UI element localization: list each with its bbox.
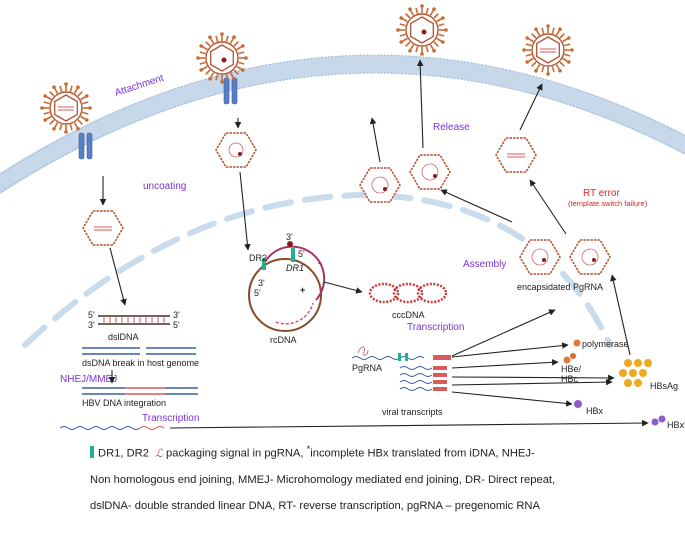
virion-entry-icon xyxy=(195,31,249,85)
capsid-entry-icon xyxy=(215,132,257,168)
uncoating-label: uncoating xyxy=(143,181,186,192)
encapsidated-pgrna-icon xyxy=(519,239,561,275)
hbe-hbc-icon xyxy=(563,353,576,364)
encapsidated-pgrna-label: encapsidated PgRNA xyxy=(517,282,603,292)
rt-error-sub-label: (template switch failure) xyxy=(568,199,648,208)
dr1-label: DR1 xyxy=(286,263,304,273)
hbc-label: HBc xyxy=(561,374,579,384)
dr2-label: DR2 xyxy=(249,253,267,263)
viral-transcripts-label: viral transcripts xyxy=(382,407,443,417)
virion-attachment-icon xyxy=(39,81,93,135)
dsdna-break-label: dsDNA break in host genome xyxy=(82,358,199,368)
dr-marker-icon xyxy=(90,445,94,458)
encapsidated-pgrna-icon xyxy=(569,239,611,275)
legend-line-2: Non homologous end joining, MMEJ- Microh… xyxy=(90,473,556,486)
legend-text-part2: incomplete HBx translated from iDNA, NHE… xyxy=(310,447,535,460)
integrated-dna-icon xyxy=(82,387,198,395)
legend-dr-label: DR1, DR2 xyxy=(98,447,149,460)
rcdna-label: rcDNA xyxy=(270,335,297,345)
host-genome-break-icon xyxy=(82,347,196,355)
packaging-signal-icon: ℒ xyxy=(154,447,164,460)
dsldna-5prime-label: 5' xyxy=(88,310,95,320)
integration-label: HBV DNA integration xyxy=(82,398,166,408)
legend-text-part1: packaging signal in pgRNA, xyxy=(166,447,304,460)
transcription-lower-label: Transcription xyxy=(142,413,199,424)
hbsag-label: HBsAg xyxy=(650,381,678,391)
plus-strand-label: + xyxy=(300,285,305,295)
rcdna-3prime-label: 3' xyxy=(286,232,293,242)
assembly-label: Assembly xyxy=(463,259,506,270)
hbx-icon xyxy=(574,400,582,408)
minus-strand-label: - xyxy=(318,258,321,268)
dsldna-3prime-label: 3' xyxy=(88,320,95,330)
pgrna-label: PgRNA xyxy=(352,363,382,373)
polymerase-icon xyxy=(573,339,581,347)
released-virion-icon xyxy=(395,3,449,57)
hbv-life-cycle-diagram: 5' 3' 3' 5' dslDNA dsDNA break in host g… xyxy=(0,3,685,430)
rcdna-5prime-label: 5' xyxy=(254,288,261,298)
dsldna-label: dslDNA xyxy=(108,332,139,342)
hbx-transcript-icon xyxy=(59,426,141,430)
dsldna-5prime-label: 5' xyxy=(173,320,180,330)
transcription-upper-label: Transcription xyxy=(407,322,464,333)
receptor-icon xyxy=(78,77,238,160)
polymerase-label: polymerase xyxy=(582,339,629,349)
hbsag-icon xyxy=(619,359,652,387)
legend-line-3: dslDNA- double stranded linear DNA, RT- … xyxy=(90,499,540,512)
release-label: Release xyxy=(433,122,470,133)
hbe-label: HBe/ xyxy=(561,364,582,374)
rt-error-label: RT error xyxy=(583,188,621,199)
dsldna-3prime-label: 3' xyxy=(173,310,180,320)
rcdna-3prime-label: 3' xyxy=(258,278,265,288)
hbx-label: HBx xyxy=(586,406,604,416)
defective-capsid-icon xyxy=(495,137,537,173)
legend-asterisk: * xyxy=(306,444,311,454)
hbx-star-icon xyxy=(651,415,666,426)
mature-capsid-icon xyxy=(359,167,401,203)
rcdna-icon xyxy=(248,241,326,332)
rcdna-5prime-label: 5' xyxy=(298,249,305,259)
cccdna-icon xyxy=(368,282,448,304)
pathway-arrows xyxy=(99,59,649,429)
dsldna-icon xyxy=(98,315,170,325)
viral-transcripts-icon xyxy=(351,346,451,391)
mature-capsid-icon xyxy=(409,154,451,190)
nhej-mmej-label: NHEJ/MMEJ xyxy=(60,374,117,385)
released-defective-virion-icon xyxy=(521,23,575,77)
hbx-star-label: HBx* xyxy=(667,420,685,430)
cccdna-label: cccDNA xyxy=(392,310,425,320)
capsid-uncoating-icon xyxy=(82,210,124,246)
